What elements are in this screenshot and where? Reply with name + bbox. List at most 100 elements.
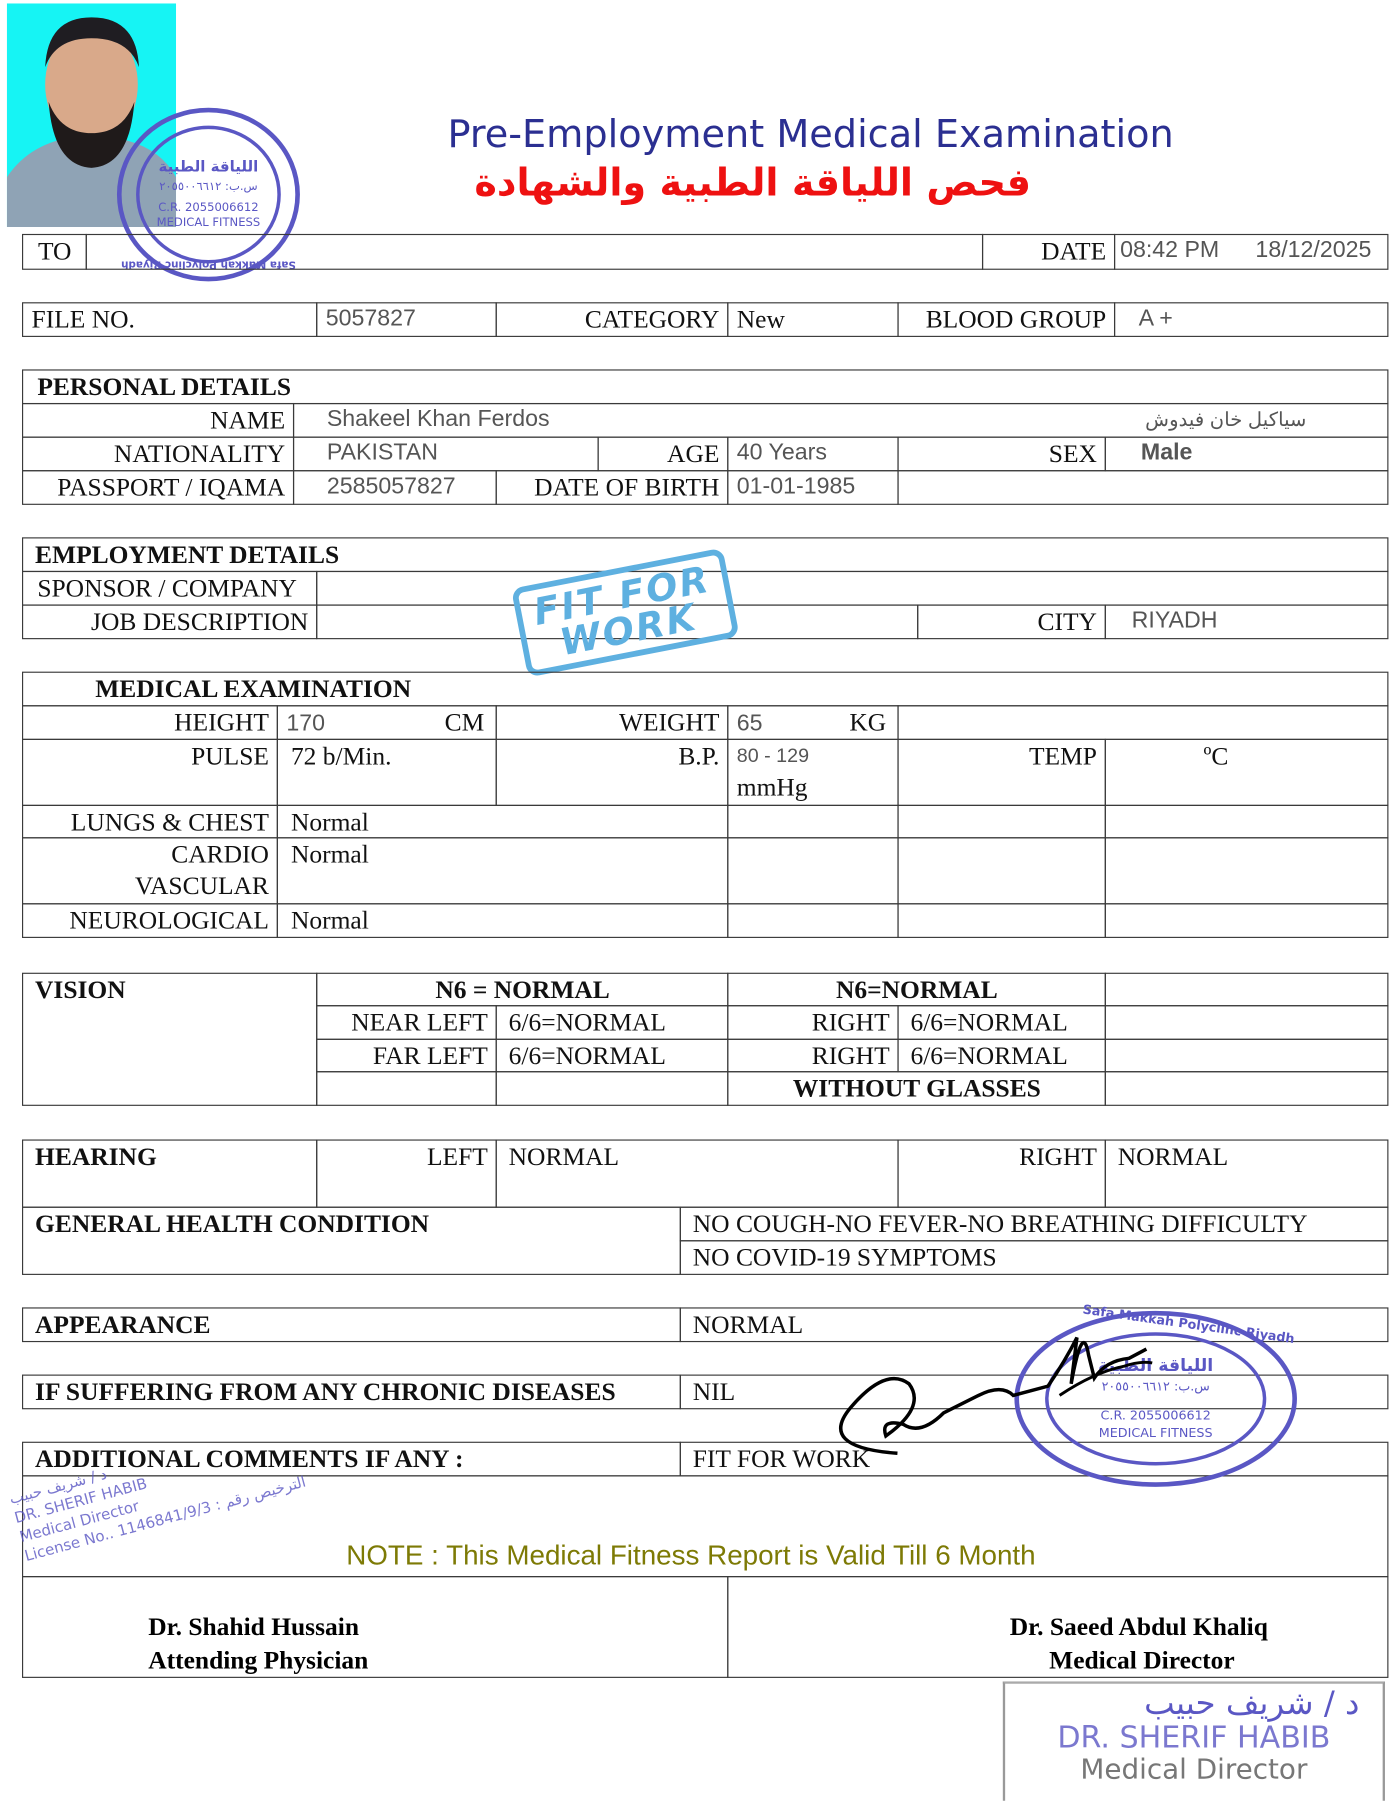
file-no-value[interactable]: 5057827 xyxy=(316,302,498,338)
name-english: Shakeel Khan Ferdos xyxy=(326,406,550,433)
chronic-heading: IF SUFFERING FROM ANY CHRONIC DISEASES xyxy=(22,1374,682,1410)
neuro-extra-1 xyxy=(727,903,899,939)
height-value: 170 xyxy=(286,711,325,737)
title-arabic: فحص اللياقة الطبية والشهادة xyxy=(474,159,1032,205)
hearing-left-label: LEFT xyxy=(316,1139,498,1209)
svg-text:اللياقة الطبية: اللياقة الطبية xyxy=(159,157,259,175)
weight-unit: KG xyxy=(849,707,887,737)
vision-extra-2 xyxy=(1105,1005,1389,1041)
svg-text:س.ب: ٢٠٥٥٠٠٦٦١٢: س.ب: ٢٠٥٥٠٠٦٦١٢ xyxy=(1102,1380,1210,1395)
lungs-extra-1 xyxy=(727,805,899,839)
far-right-label: RIGHT xyxy=(727,1039,899,1073)
personal-empty-cell xyxy=(897,470,1389,506)
near-right-label: RIGHT xyxy=(727,1005,899,1041)
vision-extra-1 xyxy=(1105,973,1389,1007)
weight-field[interactable]: 65 KG xyxy=(727,705,899,741)
bp-unit: mmHg xyxy=(736,772,808,802)
far-left-value[interactable]: 6/6=NORMAL xyxy=(495,1039,729,1073)
date-field[interactable]: 08:42 PM 18/12/2025 xyxy=(1114,234,1389,271)
lungs-extra-2 xyxy=(897,805,1107,839)
sponsor-field[interactable] xyxy=(316,571,1389,606)
name-label: NAME xyxy=(22,403,295,439)
lungs-value[interactable]: Normal xyxy=(277,805,729,839)
job-description-label: JOB DESCRIPTION xyxy=(22,604,318,640)
pulse-value[interactable]: 72 b/Min. xyxy=(277,739,498,807)
svg-text:س.ب: ٢٠٥٥٠٠٦٦١٢: س.ب: ٢٠٥٥٠٠٦٦١٢ xyxy=(159,179,257,194)
name-value[interactable]: Shakeel Khan Ferdos سياكيل خان فيدوش xyxy=(293,403,1389,439)
sex-value[interactable]: Male xyxy=(1105,436,1389,472)
nationality-label: NATIONALITY xyxy=(22,436,295,472)
medical-director-title: Medical Director xyxy=(1049,1645,1235,1675)
pulse-label: PULSE xyxy=(22,739,279,807)
category-value[interactable]: New xyxy=(727,302,899,338)
appearance-value[interactable]: NORMAL xyxy=(680,1307,1389,1343)
vision-extra-6 xyxy=(1105,1071,1389,1107)
title-english: Pre-Employment Medical Examination xyxy=(447,111,1174,157)
general-health-heading: GENERAL HEALTH CONDITION xyxy=(22,1206,682,1276)
doctor-stamp-right: د / شريف حبيب DR. SHERIF HABIB Medical D… xyxy=(1002,1681,1385,1801)
handwritten-signature xyxy=(839,1336,1153,1456)
general-health-line-2[interactable]: NO COVID-19 SYMPTOMS xyxy=(680,1240,1389,1276)
blood-group-label: BLOOD GROUP xyxy=(897,302,1116,338)
height-label: HEIGHT xyxy=(22,705,279,741)
neuro-extra-3 xyxy=(1105,903,1389,939)
near-right-value[interactable]: 6/6=NORMAL xyxy=(897,1005,1107,1041)
vision-left-header: N6 = NORMAL xyxy=(316,973,729,1007)
vision-right-header: N6=NORMAL xyxy=(727,973,1107,1007)
without-glasses: WITHOUT GLASSES xyxy=(727,1071,1107,1107)
far-left-label: FAR LEFT xyxy=(316,1039,498,1073)
time-value: 08:42 PM xyxy=(1120,237,1220,264)
cardio-extra-3 xyxy=(1105,837,1389,905)
chronic-value[interactable]: NIL xyxy=(680,1374,1389,1410)
bp-value: 80 - 129 xyxy=(736,744,810,767)
category-label: CATEGORY xyxy=(495,302,729,338)
right-signature-box xyxy=(727,1576,1389,1679)
left-signature-box xyxy=(22,1576,729,1679)
general-health-line-1[interactable]: NO COUGH-NO FEVER-NO BREATHING DIFFICULT… xyxy=(680,1206,1389,1242)
applicant-photo xyxy=(6,3,177,227)
far-right-value[interactable]: 6/6=NORMAL xyxy=(897,1039,1107,1073)
near-left-value[interactable]: 6/6=NORMAL xyxy=(495,1005,729,1041)
validity-note: NOTE : This Medical Fitness Report is Va… xyxy=(346,1540,1036,1572)
medical-examination-heading: MEDICAL EXAMINATION xyxy=(22,671,1389,707)
sex-label: SEX xyxy=(897,436,1107,472)
date-value: 18/12/2025 xyxy=(1255,237,1372,264)
age-value[interactable]: 40 Years xyxy=(727,436,899,472)
blood-group-value[interactable]: A + xyxy=(1114,302,1389,338)
hearing-heading: HEARING xyxy=(22,1139,318,1209)
svg-text:MEDICAL FITNESS: MEDICAL FITNESS xyxy=(1099,1426,1213,1441)
hearing-right-value[interactable]: NORMAL xyxy=(1105,1139,1389,1209)
dob-value[interactable]: 01-01-1985 xyxy=(727,470,899,506)
name-arabic: سياكيل خان فيدوش xyxy=(1145,409,1307,432)
personal-details-heading: PERSONAL DETAILS xyxy=(22,369,1389,405)
svg-text:اللياقة الطبية: اللياقة الطبية xyxy=(1098,1356,1213,1376)
nationality-value[interactable]: PAKISTAN xyxy=(293,436,599,472)
vision-extra-5 xyxy=(495,1071,729,1107)
lungs-extra-3 xyxy=(1105,805,1389,839)
cardio-value[interactable]: Normal xyxy=(277,837,729,905)
neuro-value[interactable]: Normal xyxy=(277,903,729,939)
weight-label: WEIGHT xyxy=(495,705,729,741)
file-no-label: FILE NO. xyxy=(22,302,318,338)
appearance-heading: APPEARANCE xyxy=(22,1307,682,1343)
height-unit: CM xyxy=(444,707,485,737)
clinic-stamp-top: اللياقة الطبية س.ب: ٢٠٥٥٠٠٦٦١٢ C.R. 2055… xyxy=(116,107,300,282)
cardio-label: CARDIO VASCULAR xyxy=(22,837,279,905)
svg-text:C.R. 2055006612: C.R. 2055006612 xyxy=(158,200,258,214)
cardio-extra-1 xyxy=(727,837,899,905)
passport-value[interactable]: 2585057827 xyxy=(293,470,498,506)
hearing-right-label: RIGHT xyxy=(897,1139,1107,1209)
sponsor-label: SPONSOR / COMPANY xyxy=(22,571,318,606)
city-value[interactable]: RIYADH xyxy=(1105,604,1389,640)
temp-field[interactable]: ºC xyxy=(1105,739,1389,807)
bp-field[interactable]: 80 - 129 mmHg xyxy=(727,739,899,807)
height-field[interactable]: 170 CM xyxy=(277,705,498,741)
neuro-label: NEUROLOGICAL xyxy=(22,903,279,939)
hearing-left-value[interactable]: NORMAL xyxy=(495,1139,899,1209)
medical-empty-cell xyxy=(897,705,1389,741)
svg-text:C.R. 2055006612: C.R. 2055006612 xyxy=(1101,1409,1211,1424)
weight-value: 65 xyxy=(736,711,763,737)
svg-text:MEDICAL FITNESS: MEDICAL FITNESS xyxy=(157,215,261,229)
to-field[interactable] xyxy=(85,234,984,271)
